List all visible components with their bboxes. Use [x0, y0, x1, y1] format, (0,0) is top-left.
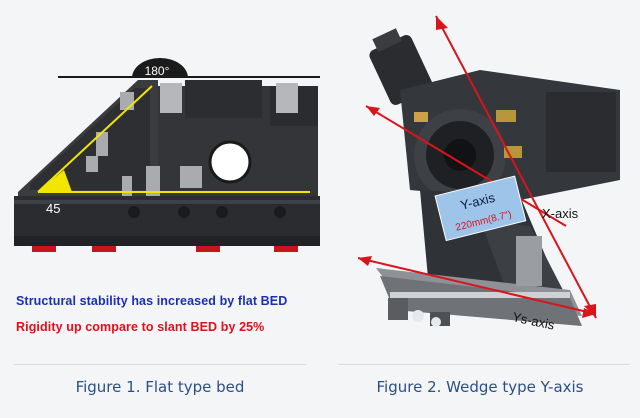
caption-divider-right	[338, 364, 630, 365]
y-axis-label-box: Y-axis 220mm(8.7")	[434, 175, 527, 242]
x-axis-arrow	[435, 15, 597, 319]
wedge-machine-illustration: Y-axis 220mm(8.7") X-axis Ys-axis	[357, 15, 620, 333]
machine-assembly	[369, 28, 620, 327]
flat-bed-illustration: 180°	[14, 58, 322, 252]
wedge-y-axis-figure: Y-axis 220mm(8.7") X-axis Ys-axis	[320, 0, 640, 360]
caption-divider-left	[14, 364, 306, 365]
rigidity-note: Rigidity up compare to slant BED by 25%	[16, 320, 265, 334]
x-axis-label: X-axis	[542, 206, 579, 221]
ys-axis-arrow	[357, 257, 597, 315]
angle-45-label: 45	[46, 201, 60, 216]
figure2-caption: Figure 2. Wedge type Y-axis	[376, 378, 584, 396]
figure1-caption: Figure 1. Flat type bed	[75, 378, 245, 396]
flat-bed-figure: 180°	[0, 0, 322, 360]
y-axis-arrow	[365, 105, 567, 227]
axis-arrows	[357, 15, 597, 319]
angle-wedge	[38, 170, 72, 192]
machine-bed-body	[14, 80, 320, 252]
stability-note: Structural stability has increased by fl…	[16, 294, 288, 308]
angle-180-badge: 180°	[132, 58, 188, 78]
bed-guide-lines	[37, 85, 310, 193]
angle-180-label: 180°	[145, 64, 170, 78]
